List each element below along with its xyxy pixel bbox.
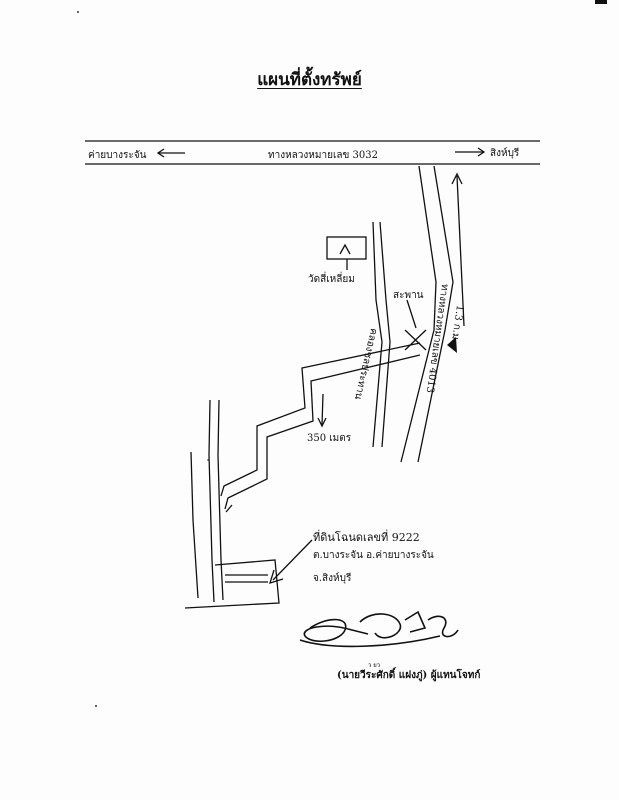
side-road-hatch	[225, 504, 233, 513]
distance-m-label: 350 เมตร	[307, 433, 352, 444]
page-title: แผนที่ตั้งทรัพย์	[257, 70, 362, 90]
direction-right-label: สิงห์บุรี	[490, 148, 520, 159]
speck	[77, 11, 79, 13]
bridge-label: สะพาน	[393, 290, 424, 301]
speck	[207, 459, 209, 461]
speck	[95, 705, 97, 707]
direction-triangle-icon	[447, 337, 457, 353]
small-mark: ว ยว	[368, 662, 381, 669]
distance-arrow-head	[317, 417, 327, 428]
signature	[299, 610, 459, 648]
path-edge-a	[220, 342, 421, 497]
road-4013-left-edge	[400, 165, 437, 463]
side-road-b	[217, 399, 224, 601]
land-province-label: จ.สิงห์บุรี	[313, 573, 352, 584]
land-parcel	[184, 559, 280, 609]
corner-mark	[595, 0, 607, 4]
canal-right-edge	[379, 221, 391, 448]
canal-left-edge	[372, 221, 383, 448]
arrow-up-head	[451, 172, 463, 185]
highway-label: ทางหลวงหมายเลข 3032	[268, 150, 378, 161]
distance-arrow-icon	[321, 393, 324, 426]
direction-left-label: ค่ายบางระจัน	[88, 150, 147, 161]
side-road-c	[190, 451, 199, 599]
land-location-label: ต.บางระจัน อ.ค่ายบางระจัน	[313, 550, 434, 561]
arrow-left-head	[156, 148, 165, 158]
temple-label: วัดสี่เหลี่ยม	[308, 274, 355, 285]
bridge-cross-b	[404, 329, 427, 351]
bridge-pointer	[406, 299, 417, 329]
road-4013-right-edge	[417, 165, 454, 463]
path-edge-b	[224, 354, 421, 510]
land-arrow-head	[269, 569, 284, 584]
arrow-right-head	[477, 147, 486, 157]
land-deed-label: ที่ดินโฉนดเลขที่ 9222	[313, 531, 420, 544]
arrow-up-icon	[456, 175, 465, 327]
surveyor-name: (นายวีระศักดิ์ แฝงภู่) ผู้แทนโจทก์	[337, 670, 481, 681]
land-arrow-icon	[272, 539, 313, 581]
temple-icon	[339, 243, 351, 255]
side-road-a	[208, 399, 215, 603]
